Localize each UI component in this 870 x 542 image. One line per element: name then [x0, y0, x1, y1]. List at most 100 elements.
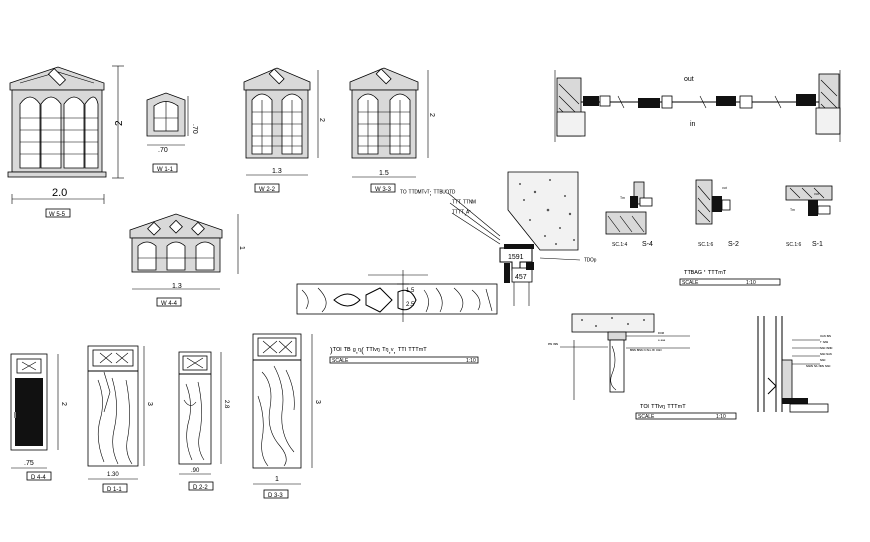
profile-note-3: ᵀᵀᵀᵀ,ᴬ' — [452, 209, 471, 217]
door-frame-callout-3: ᴾᴵᴺ ᴵᴺᴵᴺ — [548, 342, 558, 347]
window-w4-tag-box — [156, 297, 182, 307]
section-callout-3: ᵒᵘᵗ — [814, 192, 819, 198]
door-d1-tag-box — [102, 483, 128, 493]
window-w2-elevation — [243, 67, 311, 159]
window-w5-dimensions — [11, 65, 124, 204]
window-w4-width: 1.3 — [172, 283, 182, 290]
door-d1-tag: D 1-1 — [107, 487, 122, 493]
window-w4-height: 1 — [238, 246, 245, 250]
section-s1-label: S-1 — [812, 241, 823, 248]
side-callout-6: ᴺᴬᴺᴺ ᴺᴬ ᴺᴺᴺ ᴺᴬᴺ — [806, 364, 831, 369]
section-s4-label: S-4 — [642, 241, 653, 248]
window-w4-dimensions — [132, 214, 239, 290]
section-s4-detail — [605, 181, 653, 235]
profile-note-1: ᵀᴼ ᵀᵀᴰᴹᵀᵛᵀ; ᵀᵀᴮᵁᴼᵀᴰ — [400, 190, 455, 197]
door-d3-tag: D 3-3 — [268, 493, 283, 499]
window-w5-tag-box — [45, 208, 71, 218]
window-w4-elevation — [129, 213, 223, 273]
timber-section-detail — [296, 270, 498, 322]
door-d3-tag-box — [263, 489, 289, 499]
timber-dim-b: 2.5 — [406, 302, 415, 308]
section-scale-bar — [679, 278, 781, 286]
door-d3-width: 1 — [275, 476, 279, 483]
door-frame-scale-label: SCALE — [638, 414, 655, 420]
section-scale-label: SCALE — [682, 280, 699, 286]
door-d3-elevation — [252, 333, 302, 469]
door-d2-dimensions — [179, 352, 222, 475]
side-callout-4: ᴺᴬᴺ ᴺᴬᴺ — [820, 352, 832, 357]
door-d4-tag: D 4-4 — [31, 475, 46, 481]
door-d3-dimensions — [253, 334, 313, 485]
sliding-window-plan-detail — [554, 70, 841, 142]
section-s4-scale: SC.1:4 — [612, 242, 628, 248]
timber-detail-title: )ᵀᴼᴵ ᵀᴮ ᵍ,ᵑ( ᵀᵀᴵᵛᵑ ᵀᵑ,ᵛ, ᵀᵀᴵ ᵀᵀᵀᵐᵀ — [330, 346, 427, 355]
door-d4-dimensions — [11, 354, 59, 469]
window-w1-tag-box — [152, 163, 178, 173]
door-frame-scale-value: 1:10 — [716, 414, 726, 420]
window-w3-tag-box — [370, 183, 396, 193]
door-frame-callout-4: ᴮᴵᴺᴺ ᴮᴵᴺᴺ ᴺ ᴵᴺᵐ ᴮᴵ ᴼᴬᴺ — [630, 348, 662, 353]
door-d4-width: .75 — [24, 460, 34, 467]
window-w2-tag: W 2-2 — [259, 187, 276, 193]
door-frame-scale-bar — [635, 412, 737, 420]
section-s2-label: S-2 — [728, 241, 739, 248]
door-d4-tag-box — [26, 471, 52, 481]
window-w5-tag: W 5-5 — [49, 212, 66, 218]
window-w2-height: 2 — [318, 118, 325, 122]
profile-label-a: 1591 — [508, 254, 524, 261]
window-w1-tag: W 1-1 — [157, 167, 174, 173]
door-frame-callout-1: ᴰᴼᴹ — [658, 331, 664, 336]
window-w2-tag-box — [254, 183, 280, 193]
window-w5-width: 2.0 — [52, 187, 67, 199]
window-w1-height: .70 — [191, 124, 198, 134]
door-d2-width: .90 — [191, 468, 200, 474]
window-w3-width: 1.5 — [379, 170, 389, 177]
plan-out-label: out — [684, 76, 694, 83]
section-s1-detail — [785, 185, 833, 216]
door-d3-height: 3 — [314, 400, 321, 404]
window-w3-height: 2 — [428, 113, 435, 117]
window-w2-dimensions — [246, 70, 319, 176]
section-callout-2: ᵒᵘᵗ — [722, 186, 727, 192]
profile-note-2: ᵀᵀᵀ ᵀᵀᴺᴹ — [452, 200, 476, 207]
timber-scale-label: SCALE — [332, 358, 349, 364]
door-d2-height: 2.8 — [223, 400, 229, 409]
timber-dim-a: 1.5 — [406, 288, 415, 294]
door-d4-elevation — [10, 353, 48, 451]
door-d1-elevation — [87, 345, 139, 467]
door-d2-tag-box — [188, 481, 214, 491]
door-d2-elevation — [178, 351, 212, 465]
plan-in-label: in — [690, 121, 696, 128]
section-scale-value: 1:10 — [746, 280, 756, 286]
profile-note-4: ᵀᴰᴼᵖ — [584, 258, 597, 265]
side-callout-2: ᵀ ᴺᴬᴺ — [820, 340, 828, 345]
section-s2-detail — [695, 179, 731, 225]
side-callout-5: ᴺᴬᴺ — [820, 358, 826, 363]
door-d1-dimensions — [88, 346, 145, 480]
door-d2-tag: D 2-2 — [193, 485, 208, 491]
window-w3-elevation — [349, 67, 419, 159]
timber-scale-bar — [329, 356, 479, 364]
door-frame-callout-2: ᵃ ᵃᵃᵃ — [658, 338, 666, 343]
window-w1-elevation — [146, 92, 186, 137]
window-w3-tag: W 3-3 — [375, 187, 392, 193]
door-frame-detail-title: ᵀᴼᴵ ᵀᵀᴵᵛᵑ ᵀᵀᵀᵐᵀ — [640, 403, 686, 412]
window-w4-tag: W 4-4 — [161, 301, 178, 307]
window-w1-dimensions — [147, 96, 189, 146]
window-w5-elevation — [7, 66, 107, 178]
section-detail-title: ᵀᵀᴮᴬᴳ ' ᵀᵀᵀᵐᵀ — [684, 269, 727, 278]
timber-scale-value: 1:10 — [466, 358, 476, 364]
window-w1-width: .70 — [158, 147, 168, 154]
section-callout-4: ᵀᵐ — [790, 208, 795, 214]
window-w2-width: 1.3 — [272, 168, 282, 175]
concrete-profile-detail — [447, 171, 581, 306]
side-callout-3: ᴺᴬᴺ ᴵᴺᴺᴺ — [820, 346, 832, 351]
door-d1-width: 1.30 — [107, 472, 119, 478]
window-w3-dimensions — [352, 70, 429, 178]
profile-label-b: 457 — [515, 274, 527, 281]
door-d1-height: 3 — [146, 402, 153, 406]
window-w5-height: 2 — [114, 120, 125, 126]
side-frame-detail — [757, 316, 829, 413]
door-frame-detail — [560, 313, 690, 400]
